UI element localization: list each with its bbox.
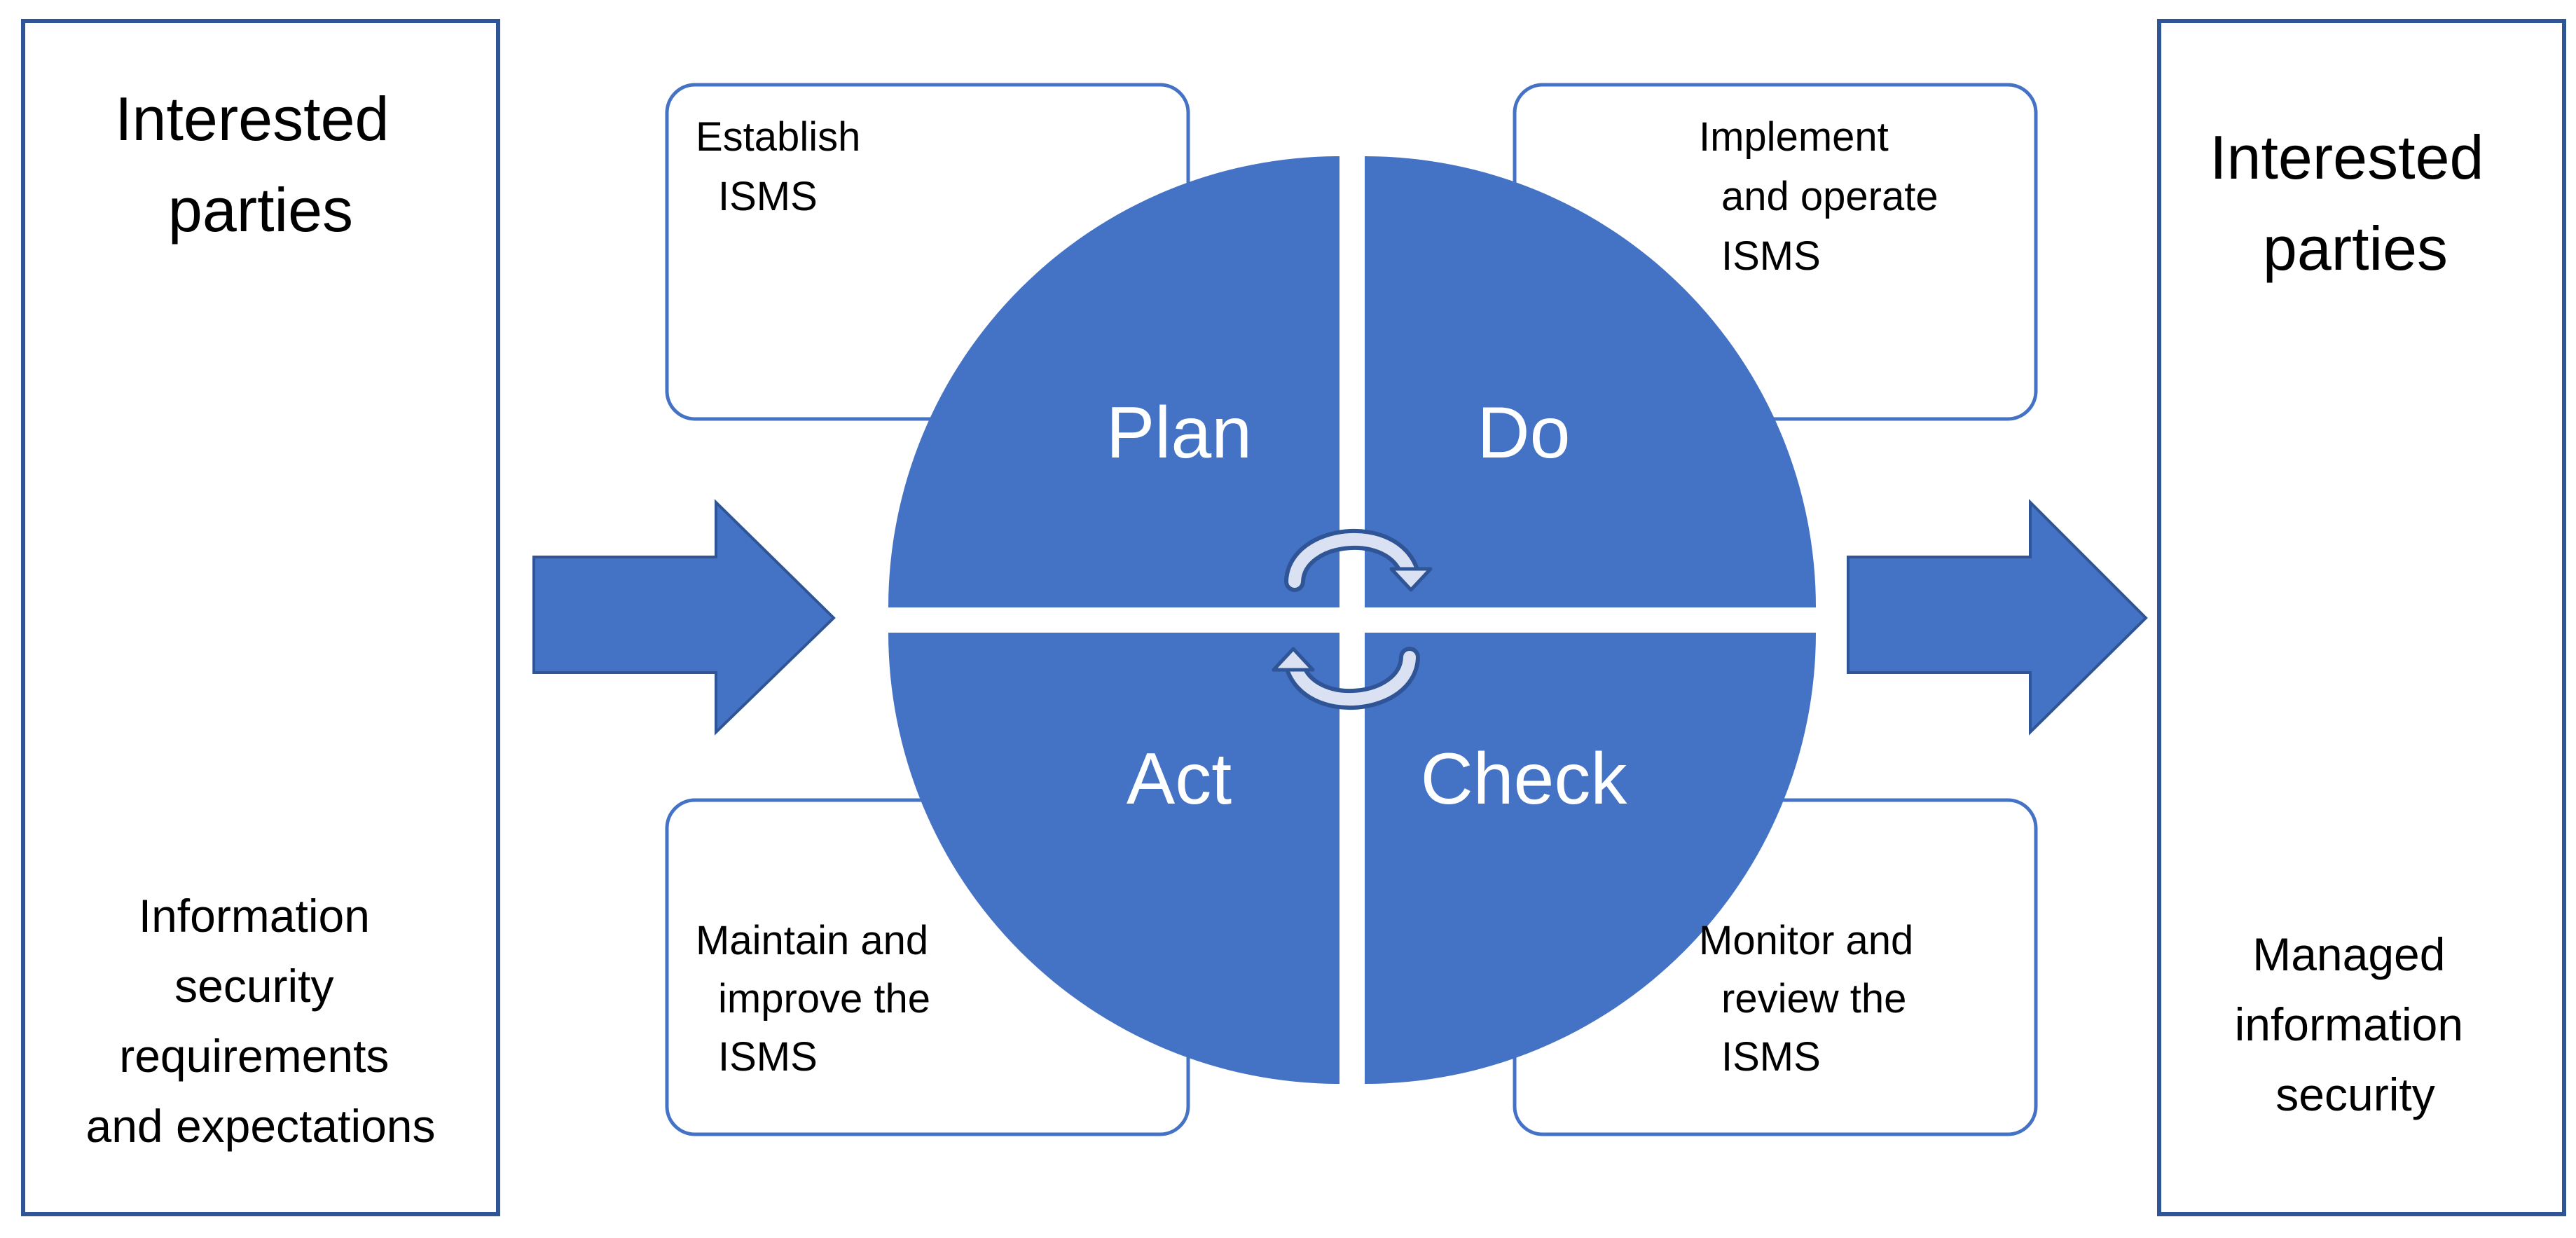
- left-panel-body: Information security requirements and ex…: [85, 890, 435, 1152]
- quadrant-label-plan: Plan: [1106, 392, 1252, 474]
- output-arrow: [1847, 499, 2148, 736]
- left-panel: [21, 19, 500, 1216]
- quadrant-do: [1365, 156, 1816, 607]
- cycle-arrows-icon: [1272, 528, 1433, 710]
- right-panel-title: Interested parties: [2210, 123, 2501, 283]
- right-panel-body: Managed information security: [2235, 928, 2477, 1120]
- quadrant-label-act: Act: [1127, 738, 1232, 820]
- quadrant-label-check: Check: [1421, 738, 1628, 820]
- quadrant-plan: [888, 156, 1339, 607]
- left-panel-title: Interested parties: [115, 84, 406, 245]
- quadrant-label-do: Do: [1478, 392, 1571, 474]
- quadrant-check: [1365, 633, 1816, 1084]
- stage-label-monitor: Monitor and review the ISMS: [1699, 918, 1924, 1080]
- stage-label-implement: Implement and operate ISMS: [1699, 114, 1950, 279]
- stage-label-maintain: Maintain and improve the ISMS: [696, 918, 942, 1080]
- quadrant-act: [888, 633, 1339, 1084]
- stage-label-establish: Establish ISMS: [696, 114, 872, 219]
- input-arrow: [532, 499, 836, 736]
- right-panel: [2157, 19, 2566, 1216]
